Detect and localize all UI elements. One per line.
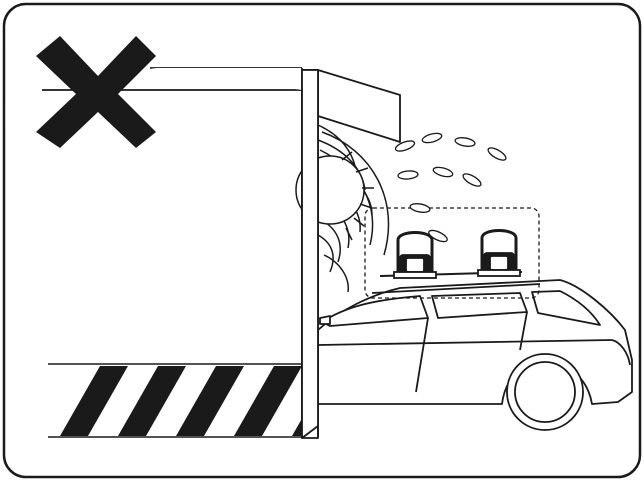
cross-mark-icon (36, 36, 156, 148)
station-wagon-car-icon (317, 279, 633, 431)
water-spray-icon (394, 132, 507, 243)
floor-lines (48, 363, 318, 438)
highlight-frame (364, 207, 540, 299)
roof-rack-bicycle-holder-icon (393, 229, 521, 279)
car-wash-gantry-icon (42, 67, 319, 439)
hazard-stripes-icon (60, 366, 302, 436)
